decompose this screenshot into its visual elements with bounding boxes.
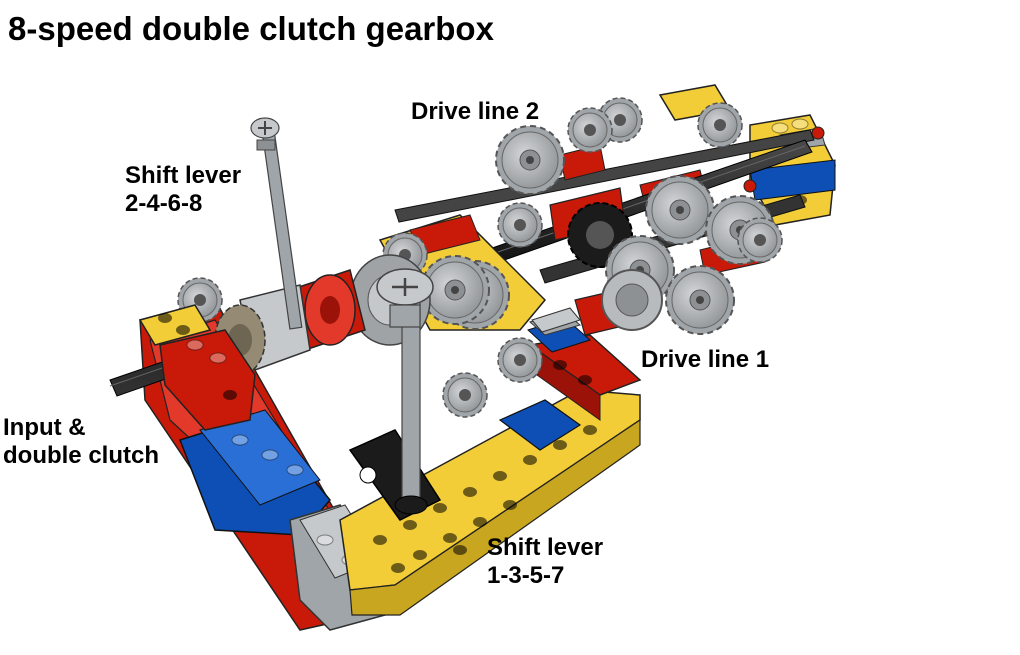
support-post [531, 307, 581, 333]
gear-cluster-lower [442, 235, 735, 418]
label-shift-lever-1357-line2: 1-3-5-7 [487, 562, 565, 590]
label-input-line1: Input & [3, 414, 86, 441]
label-drive-line-2: Drive line 2 [411, 98, 540, 125]
label-input-double-clutch: Input & double clutch [3, 414, 159, 471]
label-drive-line-1: Drive line 1 [641, 346, 770, 373]
label-shift-lever-1357-line1: Shift lever [487, 534, 604, 561]
label-shift-lever-2468-line1: Shift lever [125, 162, 242, 189]
shift-lever-1357 [348, 268, 442, 521]
label-input-line2: double clutch [3, 442, 159, 470]
page-title: 8-speed double clutch gearbox [8, 10, 494, 47]
label-shift-lever-2468: Shift lever 2-4-6-8 [125, 162, 241, 219]
shift-lever-2468 [250, 117, 303, 330]
label-shift-lever-1357: Shift lever 1-3-5-7 [487, 534, 603, 591]
label-shift-lever-2468-line2: 2-4-6-8 [125, 190, 203, 218]
input-support-block [138, 304, 256, 431]
